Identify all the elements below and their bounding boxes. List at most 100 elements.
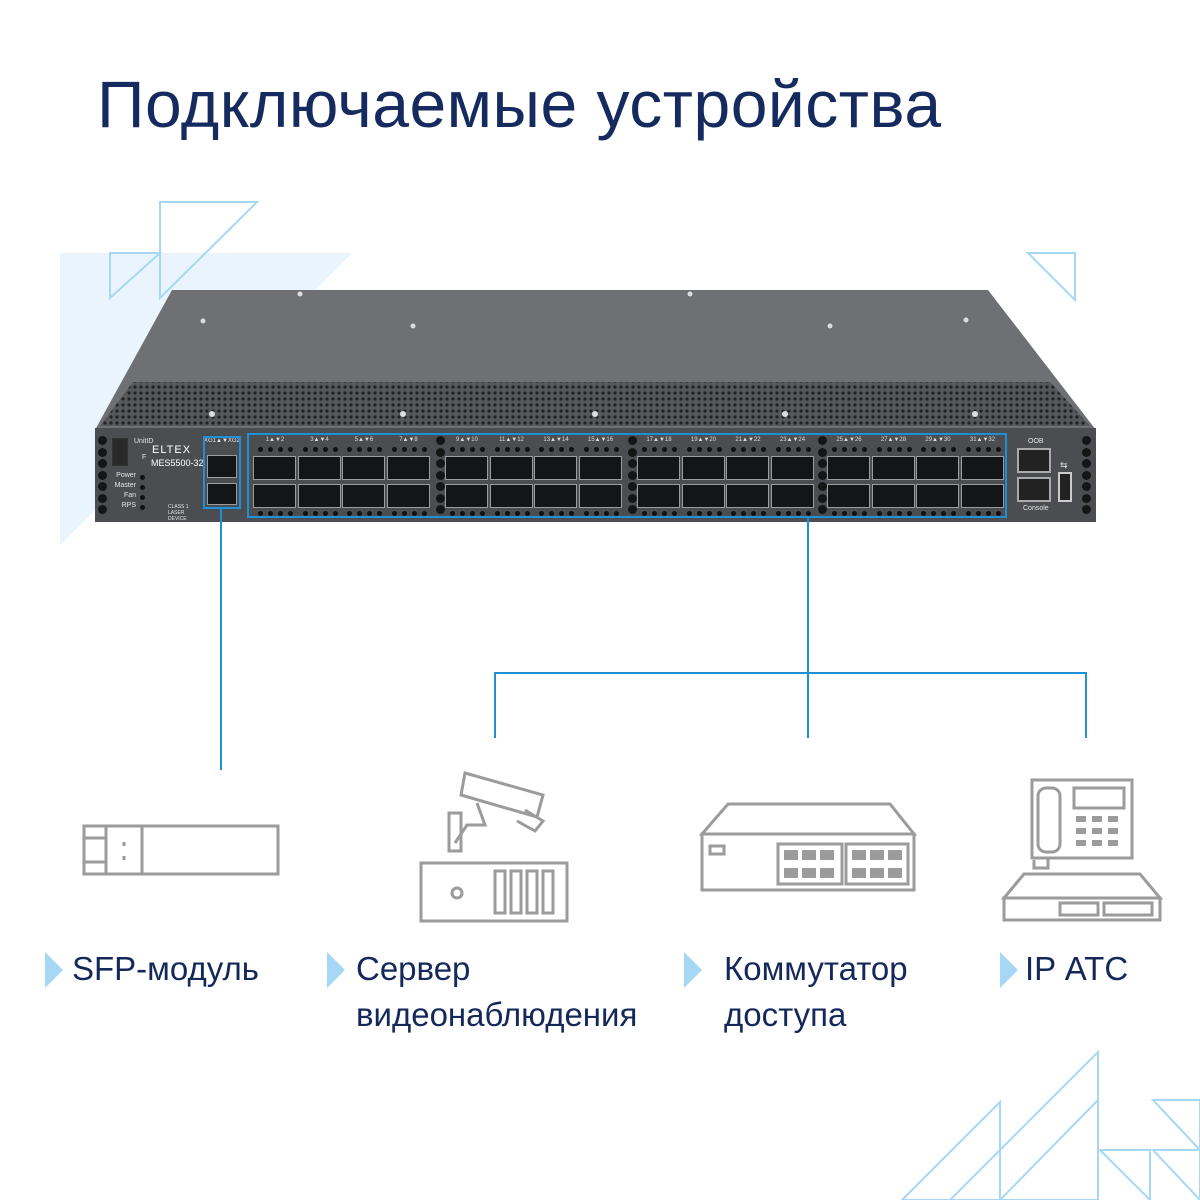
oob-port[interactable]: [1017, 448, 1051, 473]
port-led: [504, 511, 510, 516]
qsfp-port-16[interactable]: [578, 484, 622, 508]
qsfp-port-31[interactable]: [960, 456, 1004, 480]
port-led: [832, 447, 837, 452]
sfp-port-xg1[interactable]: [207, 455, 237, 478]
port-led: [514, 447, 520, 452]
port-pair-label: 15▲▼16: [587, 437, 614, 443]
sfp-port-xg2[interactable]: [207, 483, 237, 505]
unit-id-label: UnitID: [134, 438, 154, 445]
qsfp-port-28[interactable]: [871, 484, 915, 508]
vent-hole: [98, 482, 107, 491]
vent-hole: [818, 505, 827, 514]
port-led: [716, 447, 722, 452]
port-led: [852, 447, 857, 452]
access-switch-icon: [698, 802, 918, 892]
port-led: [886, 447, 892, 452]
qsfp-port-22[interactable]: [726, 484, 769, 508]
port-led: [258, 511, 263, 516]
vent-hole: [628, 482, 637, 491]
port-pair-label: 27▲▼28: [880, 437, 907, 443]
port-pair-label: 25▲▼26: [836, 437, 862, 443]
qsfp-port-6[interactable]: [342, 484, 385, 508]
vent-hole: [98, 436, 107, 445]
qsfp-port-23[interactable]: [770, 456, 814, 480]
port-led: [401, 511, 407, 516]
port-pair-label: 7▲▼8: [399, 437, 418, 443]
qsfp-port-15[interactable]: [578, 456, 622, 480]
port-led: [357, 511, 362, 516]
label-line: видеонаблюдения: [356, 996, 638, 1033]
qsfp-port-25[interactable]: [827, 456, 870, 480]
port-led: [805, 447, 811, 452]
bullet-arrow-icon: [327, 952, 345, 988]
port-led: [995, 511, 1001, 516]
label-line: доступа: [724, 996, 847, 1033]
bullet-arrow-icon: [684, 952, 702, 988]
qsfp-port-13[interactable]: [534, 456, 577, 480]
qsfp-port-4[interactable]: [297, 484, 341, 508]
vent-hole: [628, 470, 637, 480]
qsfp-port-18[interactable]: [637, 484, 680, 508]
port-led: [411, 511, 417, 516]
port-led: [603, 447, 609, 452]
port-led: [951, 447, 956, 452]
port-led: [741, 447, 746, 452]
usb-port[interactable]: [1058, 472, 1072, 502]
qsfp-port-8[interactable]: [386, 484, 430, 508]
port-led: [672, 447, 677, 452]
qsfp-port-30[interactable]: [916, 484, 959, 508]
qsfp-port-17[interactable]: [637, 456, 680, 480]
port-led: [951, 511, 956, 516]
port-led: [751, 511, 756, 516]
port-led: [312, 511, 318, 516]
vent-hole: [628, 493, 637, 503]
qsfp-port-19[interactable]: [681, 456, 725, 480]
led-label-power: Power: [116, 472, 136, 479]
connector-line-bus: [494, 672, 1087, 674]
port-led: [906, 511, 912, 516]
qsfp-port-5[interactable]: [342, 456, 385, 480]
port-led: [504, 447, 510, 452]
port-pair-label: 19▲▼20: [690, 437, 717, 443]
qsfp-port-14[interactable]: [534, 484, 577, 508]
qsfp-port-10[interactable]: [445, 484, 488, 508]
port-led: [613, 511, 619, 516]
qsfp-port-3[interactable]: [297, 456, 341, 480]
port-led: [268, 447, 273, 452]
port-led: [401, 447, 407, 452]
vent-hole: [628, 447, 637, 457]
port-led: [941, 511, 946, 516]
vent-hole: [436, 493, 445, 503]
port-led: [460, 447, 465, 452]
port-led: [514, 511, 520, 516]
port-led: [921, 511, 926, 516]
qsfp-port-11[interactable]: [489, 456, 533, 480]
qsfp-port-21[interactable]: [726, 456, 769, 480]
qsfp-port-24[interactable]: [770, 484, 814, 508]
qsfp-port-7[interactable]: [386, 456, 430, 480]
port-led: [460, 511, 465, 516]
qsfp-port-32[interactable]: [960, 484, 1004, 508]
port-led: [975, 447, 981, 452]
port-led: [832, 511, 837, 516]
qsfp-port-1[interactable]: [253, 456, 296, 480]
qsfp-port-26[interactable]: [827, 484, 870, 508]
qsfp-port-9[interactable]: [445, 456, 488, 480]
qsfp-port-20[interactable]: [681, 484, 725, 508]
qsfp-port-12[interactable]: [489, 484, 533, 508]
port-led: [686, 447, 692, 452]
port-pair-label: 3▲▼4: [310, 437, 329, 443]
vent-hole: [436, 505, 445, 514]
vent-hole: [1082, 436, 1091, 445]
qsfp-port-2[interactable]: [253, 484, 296, 508]
qsfp-port-27[interactable]: [871, 456, 915, 480]
port-pair-label: 29▲▼30: [925, 437, 951, 443]
ip-pbx-icon: [1000, 778, 1164, 922]
port-led: [583, 447, 589, 452]
qsfp-port-29[interactable]: [916, 456, 959, 480]
console-port[interactable]: [1017, 477, 1051, 502]
port-led: [613, 447, 619, 452]
vent-hole: [818, 436, 827, 445]
port-led: [347, 511, 352, 516]
